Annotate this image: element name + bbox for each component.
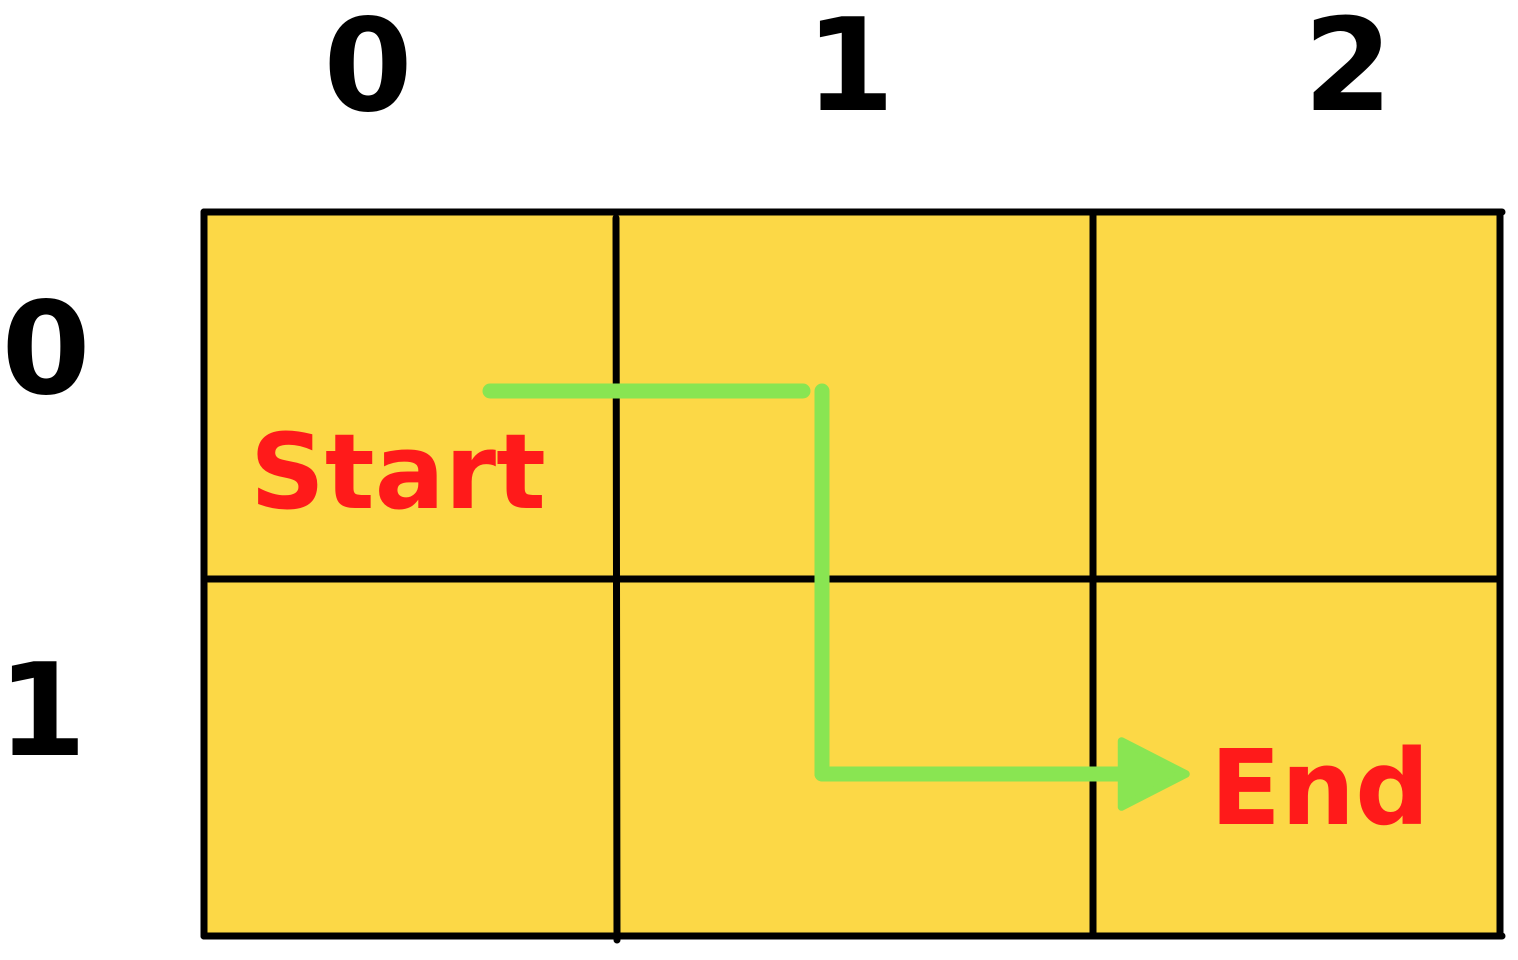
row-label-1: 1: [0, 637, 87, 786]
path-route: [482, 383, 1190, 811]
start-label: Start: [250, 411, 546, 533]
grid-background: [204, 212, 1500, 936]
row-label-0: 0: [1, 275, 90, 424]
grid-line-col-1: [612, 214, 621, 944]
column-label-0: 0: [323, 0, 412, 141]
column-label-2: 2: [1303, 0, 1392, 141]
grid-lines: [200, 208, 1506, 944]
column-label-1: 1: [805, 0, 894, 141]
end-label: End: [1210, 727, 1430, 849]
